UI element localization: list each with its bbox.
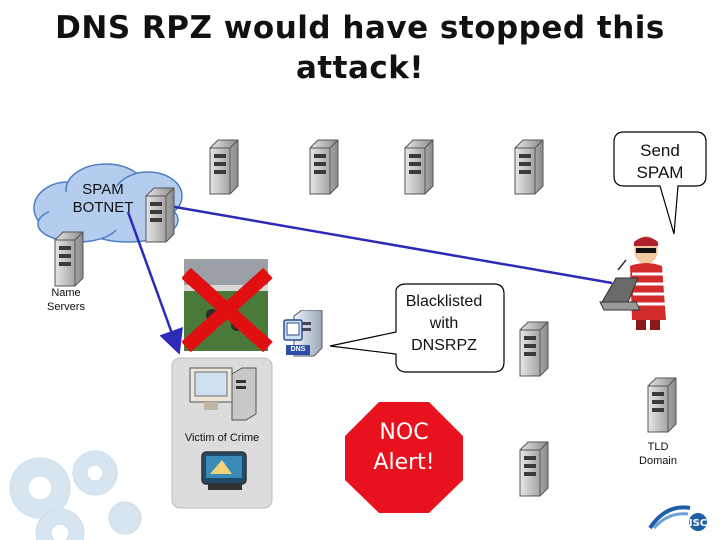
victim-label: Victim of Crime bbox=[184, 432, 260, 444]
spam-arrow bbox=[147, 194, 613, 285]
slide-title: DNS RPZ would have stopped this attack! bbox=[55, 10, 665, 86]
victim-computer bbox=[171, 357, 273, 509]
noc-alert: NOC Alert! bbox=[343, 400, 465, 515]
server-icon bbox=[145, 187, 175, 243]
blacklisted-text: Blacklisted with DNSRPZ bbox=[405, 293, 483, 354]
server-icon bbox=[519, 441, 549, 497]
tld-domain-label: TLD Domain bbox=[639, 441, 677, 467]
stop-sign-icon bbox=[345, 402, 463, 513]
dns-badge: DNS bbox=[290, 346, 306, 353]
isc-logo-text: ISC bbox=[689, 518, 707, 529]
blacklisted-callout bbox=[329, 283, 505, 373]
red-x-icon bbox=[182, 267, 273, 353]
botnet-to-victim-arrow bbox=[126, 211, 183, 355]
server-icon bbox=[514, 139, 544, 195]
noc-alert-text: NOC Alert! bbox=[373, 420, 435, 475]
server-icon bbox=[519, 321, 549, 377]
send-spam-text: Send SPAM bbox=[636, 141, 684, 182]
server-icon bbox=[209, 139, 239, 195]
send-spam-callout bbox=[613, 131, 707, 235]
blocked-site bbox=[182, 259, 273, 353]
server-icon bbox=[309, 139, 339, 195]
isc-logo: ISC bbox=[646, 498, 716, 534]
tld-server-icon bbox=[647, 377, 677, 433]
botnet-label: SPAM BOTNET bbox=[72, 181, 134, 216]
name-servers-label: Name Servers bbox=[47, 287, 85, 313]
name-server-icon bbox=[54, 231, 84, 287]
gears-decoration bbox=[9, 450, 142, 540]
dns-server-icon bbox=[283, 310, 323, 357]
hacker-icon bbox=[599, 236, 666, 330]
server-icon bbox=[404, 139, 434, 195]
